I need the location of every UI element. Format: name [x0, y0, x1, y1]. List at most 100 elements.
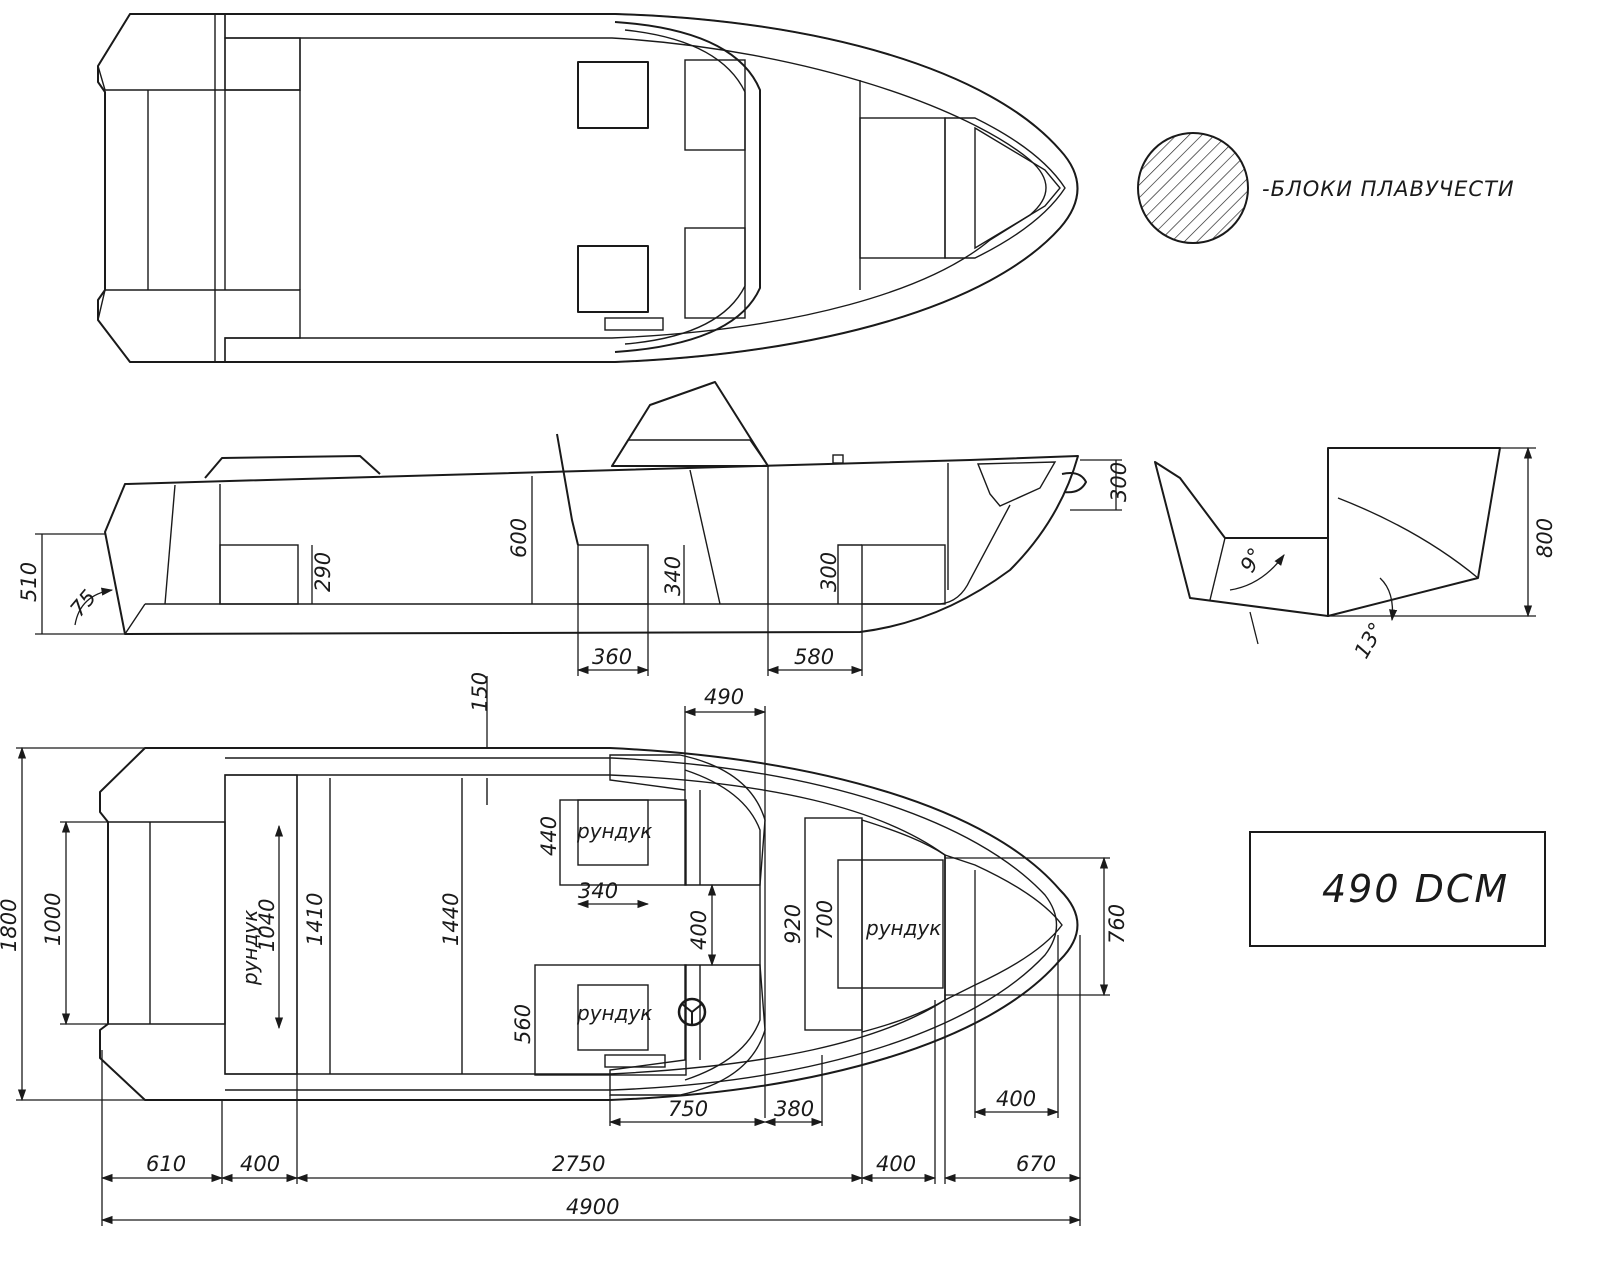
- side-view: 510 75 290 600 340 300 300 360 580: [17, 381, 1131, 676]
- side-cutout-3-step: [837, 544, 862, 604]
- dim-forward-width: 920: [781, 904, 805, 944]
- dim-transom-width: 1000: [41, 893, 65, 946]
- plan-windshield-line: [684, 769, 761, 1081]
- model-name: 490 DCM: [1322, 867, 1509, 911]
- transom-left-wing: [1154, 461, 1329, 617]
- top-windshield: [614, 21, 761, 353]
- top-stern-block-upper: [97, 13, 301, 91]
- plan-console-port: [609, 754, 766, 886]
- side-bow-mesh: [976, 461, 1057, 507]
- plan-bow-mesh: [944, 854, 1063, 1002]
- color-plan-view: рундук рундук рундук рундук 150 490 1800…: [0, 672, 1129, 1226]
- dim-transom-height: 510: [17, 562, 41, 602]
- top-windshield-inner: [624, 29, 746, 345]
- dim-side-height: 600: [507, 518, 531, 558]
- dim-transom-angle: 75: [65, 585, 101, 621]
- dim-passage-width: 400: [687, 910, 711, 950]
- side-cleat: [832, 454, 844, 464]
- plan-chest-label-forward: рундук: [865, 916, 941, 940]
- top-hull-outline: [97, 13, 1079, 363]
- top-console-port: [684, 59, 746, 151]
- dim-bottom-angle: 13°: [1350, 618, 1389, 662]
- dim-chest-console-depth: 440: [537, 816, 561, 856]
- model-name-frame: [1249, 831, 1546, 947]
- top-footrest: [604, 317, 664, 331]
- dim-cutout-2-height: 340: [661, 556, 685, 596]
- dim-bow-overhang: 400: [996, 1087, 1036, 1111]
- dim-chest-console-width: 340: [578, 879, 618, 903]
- top-chest-lower: [577, 245, 649, 313]
- steering-wheel-icon: [677, 997, 707, 1027]
- side-stern-rail: [204, 455, 381, 479]
- dim-cutout-1-height: 290: [311, 552, 335, 592]
- dim-deadrise-ext: [1249, 611, 1259, 645]
- dim-bow-height: 300: [1107, 462, 1131, 502]
- dim-len-bow: 670: [1016, 1152, 1056, 1176]
- top-deck-rim-hatch: [224, 13, 1079, 363]
- dim-overall-width: 1800: [0, 899, 21, 952]
- dim-len-cockpit: 2750: [552, 1152, 605, 1176]
- transom-view: 9° 13° 800: [1154, 446, 1557, 663]
- side-windshield-glass: [610, 439, 770, 467]
- dim-transom-overall-height: 800: [1533, 518, 1557, 558]
- plan-inner-rim: [225, 757, 1058, 1091]
- top-stern-block-lower: [97, 289, 301, 363]
- dim-cockpit-width-rear: 1410: [303, 893, 327, 946]
- top-console-stbd: [684, 227, 746, 319]
- side-line-3: [689, 469, 721, 605]
- transom-curve: [1337, 497, 1479, 579]
- dim-forward-chest-width: 700: [813, 900, 837, 940]
- dim-len-rear-chest: 400: [240, 1152, 280, 1176]
- legend-flotation-label: -БЛОКИ ПЛАВУЧЕСТИ: [1262, 177, 1515, 201]
- dim-len-stern-platform: 610: [146, 1152, 186, 1176]
- plan-stern-platform: [107, 821, 226, 1025]
- dim-console-gap: 380: [774, 1097, 814, 1121]
- dim-bottom-angle-arc: [1379, 577, 1398, 622]
- side-cutout-3: [861, 544, 946, 605]
- dim-cutout-2-width: 360: [592, 645, 632, 669]
- model-name-box: 490 DCM: [1249, 831, 1546, 947]
- top-bow-anchor-locker: [974, 126, 1061, 250]
- dim-seat-depth: 560: [511, 1004, 535, 1044]
- dim-deadrise-arc: [1229, 554, 1285, 591]
- dim-transom-angle-arc: [74, 587, 114, 626]
- plan-chest-label-console-lower: рундук: [576, 1001, 652, 1025]
- dim-deadrise-angle: 9°: [1236, 544, 1269, 577]
- side-windshield-frame: [611, 381, 769, 467]
- dim-bow-width: 760: [1105, 904, 1129, 944]
- side-hull: [104, 455, 1079, 635]
- plan-chest-label-rear: рундук: [238, 910, 262, 986]
- top-chest-upper: [577, 61, 649, 129]
- plan-forward-outline: [804, 817, 863, 1031]
- side-bow-eye: [1061, 472, 1087, 494]
- legend-flotation-swatch: [1137, 132, 1249, 244]
- dim-cutout-3-width: 580: [794, 645, 834, 669]
- plan-chest-label-console-upper: рундук: [576, 819, 652, 843]
- side-cutout-1: [219, 544, 299, 605]
- dim-deck-width: 150: [468, 672, 492, 712]
- plan-chest-console-lower: [577, 984, 649, 1051]
- legend: -БЛОКИ ПЛАВУЧЕСТИ: [1137, 132, 1515, 244]
- dim-len-overall: 4900: [566, 1195, 619, 1219]
- dim-chest-rear-width: 1040: [255, 899, 279, 952]
- side-antenna: [556, 433, 579, 546]
- plan-hull-outline: [99, 747, 1079, 1101]
- plan-forward-chest-outline: [837, 859, 944, 989]
- side-cutout-2: [577, 544, 649, 605]
- dim-cockpit-width-mid: 1440: [439, 893, 463, 946]
- dim-seat-length: 750: [668, 1097, 708, 1121]
- transom-line-1: [1209, 537, 1226, 601]
- dim-len-fwd-chest: 400: [876, 1152, 916, 1176]
- plan-chest-console-upper: [577, 799, 649, 866]
- transom-right-panel: [1327, 447, 1501, 617]
- side-line-1: [164, 484, 176, 605]
- side-line-6: [124, 603, 146, 635]
- top-stern-block-upper-inner: [224, 37, 301, 91]
- plan-footrest: [604, 1054, 666, 1068]
- top-bow-seat: [859, 117, 946, 259]
- top-plan-view: [97, 13, 1079, 363]
- dim-console-length: 490: [704, 685, 744, 709]
- top-bow-hatch: [944, 117, 1066, 259]
